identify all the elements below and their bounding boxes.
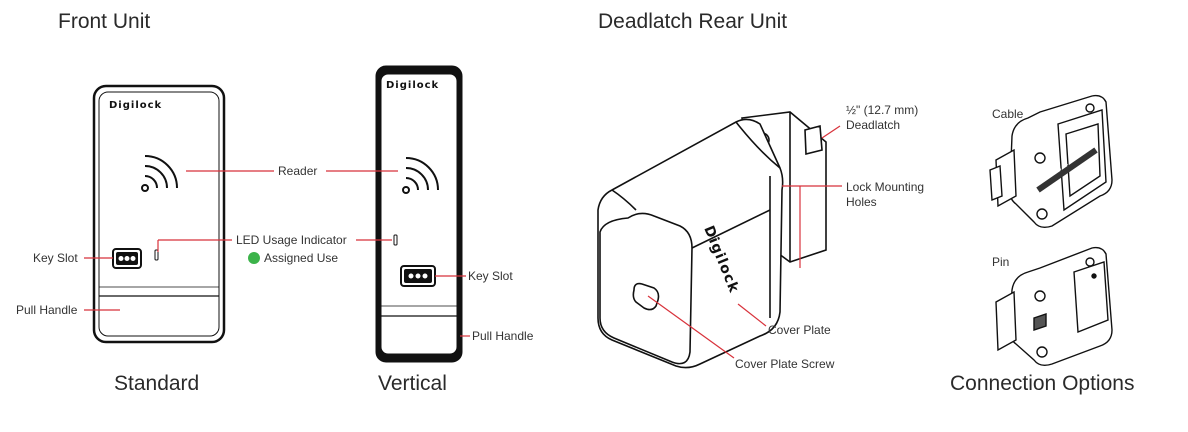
pin-connection-module <box>995 246 1113 367</box>
label-deadlatch: ½" (12.7 mm) Deadlatch <box>846 103 918 133</box>
led-indicator-vertical <box>393 234 398 246</box>
label-lock-mounting-line2: Holes <box>846 195 877 209</box>
callout-lines <box>84 125 842 359</box>
label-cable: Cable <box>992 107 1024 121</box>
label-pull-handle-right: Pull Handle <box>472 329 534 343</box>
caption-vertical: Vertical <box>378 372 447 395</box>
brand-logo-standard: Digilock <box>109 100 162 111</box>
caption-standard: Standard <box>114 372 200 395</box>
key-slot-standard <box>112 248 142 269</box>
cable-connection-module <box>989 94 1113 229</box>
vertical-front-unit: Digilock <box>375 65 463 363</box>
label-key-slot-left: Key Slot <box>33 251 78 265</box>
label-deadlatch-size: ½" (12.7 mm) <box>846 103 919 117</box>
standard-front-unit: Digilock <box>92 84 226 344</box>
heading-front-unit: Front Unit <box>58 10 151 33</box>
wireless-signal-icon <box>402 157 439 194</box>
green-dot-icon <box>248 252 260 264</box>
assigned-use-text: Assigned Use <box>264 251 339 265</box>
heading-rear-unit: Deadlatch Rear Unit <box>598 10 788 33</box>
label-deadlatch-name: Deadlatch <box>846 118 901 132</box>
label-lock-mounting-line1: Lock Mounting <box>846 180 925 194</box>
label-cover-plate: Cover Plate <box>768 323 831 337</box>
label-reader: Reader <box>278 164 318 178</box>
label-lock-mounting-holes: Lock Mounting Holes <box>846 180 924 210</box>
label-assigned-use: Assigned Use <box>248 251 338 266</box>
wireless-signal-icon <box>141 155 178 192</box>
label-pull-handle-left: Pull Handle <box>16 303 78 317</box>
label-pin: Pin <box>992 255 1010 269</box>
key-slot-vertical <box>400 265 436 287</box>
caption-connection-options: Connection Options <box>950 372 1135 395</box>
label-cover-plate-screw: Cover Plate Screw <box>735 357 835 371</box>
brand-logo-vertical: Digilock <box>386 80 439 91</box>
led-indicator <box>154 249 159 261</box>
label-key-slot-right: Key Slot <box>468 269 513 283</box>
label-led-usage-indicator: LED Usage Indicator <box>236 233 347 247</box>
deadlatch-rear-unit: Digilock <box>597 111 827 369</box>
